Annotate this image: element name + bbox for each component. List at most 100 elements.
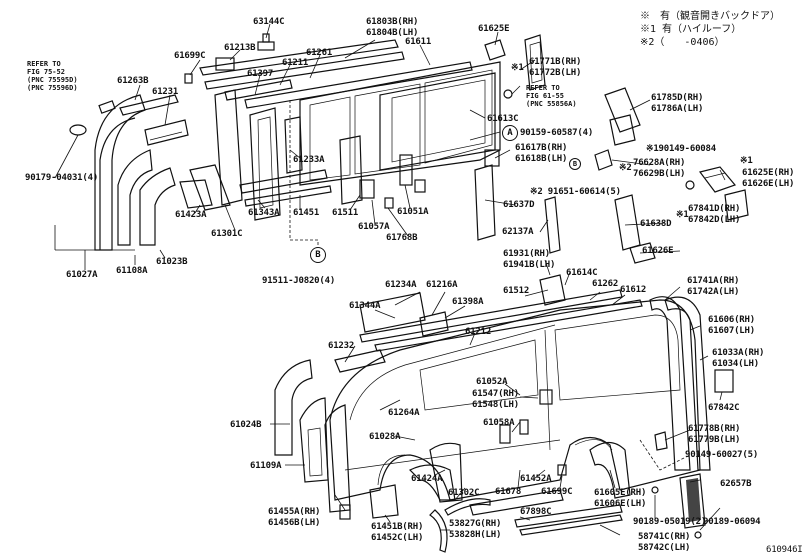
part-61511[interactable]: 61511 bbox=[332, 208, 359, 218]
part-62657b[interactable]: 62657B bbox=[720, 479, 752, 489]
part-61216a[interactable]: 61216A bbox=[426, 280, 458, 290]
part-61397[interactable]: 61397 bbox=[247, 69, 274, 79]
part-91511-j0820[interactable]: 91511-J0820(4) bbox=[262, 276, 336, 286]
part-67898c[interactable]: 67898C bbox=[520, 507, 552, 517]
part-53828h[interactable]: 53828H(LH) bbox=[449, 530, 502, 540]
part-61108a[interactable]: 61108A bbox=[116, 266, 148, 276]
part-67841d[interactable]: 67841D(RH) bbox=[688, 204, 741, 214]
part-61786a[interactable]: 61786A(LH) bbox=[651, 104, 704, 114]
part-61398a[interactable]: 61398A bbox=[452, 297, 484, 307]
part-61626e-lh[interactable]: 61626E(LH) bbox=[742, 179, 795, 189]
reference-fig-75-52[interactable]: REFER TO FIG 75-52 (PNC 75595D) (PNC 755… bbox=[27, 60, 78, 92]
part-61625e-top[interactable]: 61625E bbox=[478, 24, 510, 34]
part-61638d[interactable]: 61638D bbox=[640, 219, 672, 229]
part-61699c-top[interactable]: 61699C bbox=[174, 51, 206, 61]
part-61941b[interactable]: 61941B(LH) bbox=[503, 260, 556, 270]
part-61109a[interactable]: 61109A bbox=[250, 461, 282, 471]
part-61058a[interactable]: 61058A bbox=[483, 418, 515, 428]
part-61625e-rh[interactable]: 61625E(RH) bbox=[742, 168, 795, 178]
part-61547[interactable]: 61547(RH) bbox=[472, 389, 519, 399]
part-61768b[interactable]: 61768B bbox=[386, 233, 418, 243]
part-61234a[interactable]: 61234A bbox=[385, 280, 417, 290]
part-61778b[interactable]: 61778B(RH) bbox=[688, 424, 741, 434]
part-61344a[interactable]: 61344A bbox=[349, 301, 381, 311]
part-67842d[interactable]: 67842D(LH) bbox=[688, 215, 741, 225]
part-61699c-bottom[interactable]: 61699C bbox=[541, 487, 573, 497]
part-61423a[interactable]: 61423A bbox=[175, 210, 207, 220]
part-61637d[interactable]: 61637D bbox=[503, 200, 535, 210]
part-61212[interactable]: 61212 bbox=[465, 327, 492, 337]
part-61051a[interactable]: 61051A bbox=[397, 207, 429, 217]
part-61263b[interactable]: 61263B bbox=[117, 76, 149, 86]
part-90179-04031[interactable]: 90179-04031(4) bbox=[25, 173, 99, 183]
part-61626e[interactable]: 61626E bbox=[642, 246, 674, 256]
part-61512[interactable]: 61512 bbox=[503, 286, 530, 296]
part-61033a[interactable]: 61033A(RH) bbox=[712, 348, 765, 358]
part-58741c[interactable]: 58741C(RH) bbox=[638, 532, 691, 542]
part-90149-60027[interactable]: 90149-60027(5) bbox=[685, 450, 759, 460]
part-61931[interactable]: 61931(RH) bbox=[503, 249, 550, 259]
part-90189-06094[interactable]: 90189-06094 bbox=[703, 517, 761, 527]
part-61785d[interactable]: 61785D(RH) bbox=[651, 93, 704, 103]
part-90159-60587[interactable]: 90159-60587(4) bbox=[520, 128, 594, 138]
part-61618b[interactable]: 61618B(LH) bbox=[515, 154, 568, 164]
part-61455a[interactable]: 61455A(RH) bbox=[268, 507, 321, 517]
part-61613c[interactable]: 61613C bbox=[487, 114, 519, 124]
part-76628a[interactable]: 76628A(RH) bbox=[633, 158, 686, 168]
part-61771b[interactable]: 61771B(RH) bbox=[529, 57, 582, 67]
part-61264a[interactable]: 61264A bbox=[388, 408, 420, 418]
part-61211[interactable]: 61211 bbox=[282, 58, 309, 68]
mark-date-range-mid: ※2 bbox=[619, 163, 632, 173]
part-61607[interactable]: 61607(LH) bbox=[708, 326, 755, 336]
reference-fig-61-55[interactable]: REFER TO FIG 61-55 (PNC 55856A) bbox=[526, 84, 577, 108]
part-63144c[interactable]: 63144C bbox=[253, 17, 285, 27]
part-61232[interactable]: 61232 bbox=[328, 341, 355, 351]
part-61606e[interactable]: 61606E(LH) bbox=[594, 499, 647, 509]
part-61261[interactable]: 61261 bbox=[306, 48, 333, 58]
part-61262[interactable]: 61262 bbox=[592, 279, 619, 289]
part-61772b[interactable]: 61772B(LH) bbox=[529, 68, 582, 78]
part-61456b[interactable]: 61456B(LH) bbox=[268, 518, 321, 528]
part-61451[interactable]: 61451 bbox=[293, 208, 320, 218]
part-61452a[interactable]: 61452A bbox=[520, 474, 552, 484]
part-61024b[interactable]: 61024B bbox=[230, 420, 262, 430]
part-61612[interactable]: 61612 bbox=[620, 285, 647, 295]
part-61452c[interactable]: 61452C(LH) bbox=[371, 533, 424, 543]
part-61213b[interactable]: 61213B bbox=[224, 43, 256, 53]
part-61803b[interactable]: 61803B(RH) bbox=[366, 17, 419, 27]
part-61424a[interactable]: 61424A bbox=[411, 474, 443, 484]
part-61231[interactable]: 61231 bbox=[152, 87, 179, 97]
part-90149-60084[interactable]: ※190149-60084 bbox=[646, 144, 716, 154]
part-61741a[interactable]: 61741A(RH) bbox=[687, 276, 740, 286]
part-61451b[interactable]: 61451B(RH) bbox=[371, 522, 424, 532]
part-61027a[interactable]: 61027A bbox=[66, 270, 98, 280]
part-61057a[interactable]: 61057A bbox=[358, 222, 390, 232]
part-61343a[interactable]: 61343A bbox=[248, 208, 280, 218]
part-67842c[interactable]: 67842C bbox=[708, 403, 740, 413]
part-61028a[interactable]: 61028A bbox=[369, 432, 401, 442]
part-61605e[interactable]: 61605E(RH) bbox=[594, 488, 647, 498]
part-61606[interactable]: 61606(RH) bbox=[708, 315, 755, 325]
part-61617b[interactable]: 61617B(RH) bbox=[515, 143, 568, 153]
part-61804b[interactable]: 61804B(LH) bbox=[366, 28, 419, 38]
part-62137a[interactable]: 62137A bbox=[502, 227, 534, 237]
part-61742a[interactable]: 61742A(LH) bbox=[687, 287, 740, 297]
part-61548[interactable]: 61548(LH) bbox=[472, 400, 519, 410]
part-61779b[interactable]: 61779B(LH) bbox=[688, 435, 741, 445]
part-58742c[interactable]: 58742C(LH) bbox=[638, 543, 691, 553]
part-61301c[interactable]: 61301C bbox=[211, 229, 243, 239]
part-53827g[interactable]: 53827G(RH) bbox=[449, 519, 502, 529]
part-61611[interactable]: 61611 bbox=[405, 37, 432, 47]
part-61233a[interactable]: 61233A bbox=[293, 155, 325, 165]
part-61052a[interactable]: 61052A bbox=[476, 377, 508, 387]
part-90189-05019[interactable]: 90189-05019(2) bbox=[633, 517, 707, 527]
part-91651-60614[interactable]: ※2 91651-60614(5) bbox=[530, 187, 621, 197]
part-61034[interactable]: 61034(LH) bbox=[712, 359, 759, 369]
part-61023b[interactable]: 61023B bbox=[156, 257, 188, 267]
leader-lines bbox=[54, 23, 726, 536]
part-76629b[interactable]: 76629B(LH) bbox=[633, 169, 686, 179]
part-61614c[interactable]: 61614C bbox=[566, 268, 598, 278]
part-61678[interactable]: 61678 bbox=[495, 487, 522, 497]
part-61302c[interactable]: 61302C bbox=[448, 488, 480, 498]
